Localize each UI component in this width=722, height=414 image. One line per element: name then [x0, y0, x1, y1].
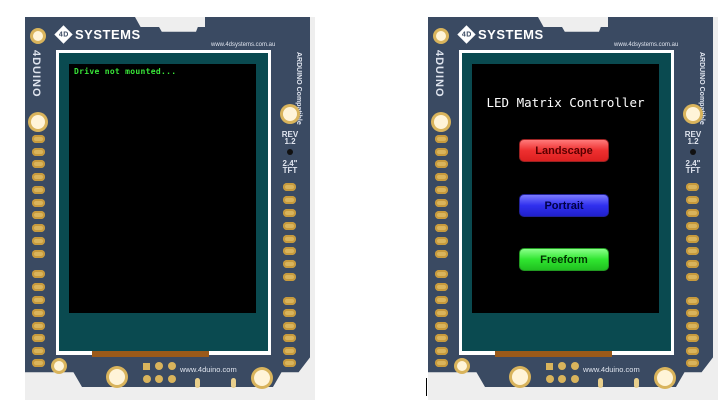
freeform-button[interactable]: Freeform — [519, 248, 609, 271]
mount-hole-bottom-right — [657, 370, 673, 386]
mount-hole-bottom-a — [512, 369, 528, 385]
status-led — [287, 149, 293, 155]
drive-status-message: Drive not mounted... — [74, 67, 177, 76]
brand-logo: 4D SYSTEMS — [54, 25, 141, 44]
arduino-compatible-label: ARDUINO Compatible — [295, 52, 302, 125]
bottom-url: www.4duino.com — [583, 365, 640, 374]
status-led — [690, 149, 696, 155]
portrait-button[interactable]: Portrait — [519, 194, 609, 217]
mount-hole-right — [686, 107, 700, 121]
usb-slot-left — [598, 378, 603, 388]
screen-title: LED Matrix Controller — [486, 95, 645, 110]
revision-label: REV 1.2 — [684, 130, 702, 146]
mount-hole-bottom-left — [54, 361, 64, 371]
top-right-notch — [538, 17, 608, 27]
landscape-button[interactable]: Landscape — [519, 139, 609, 162]
tft-size-label: 2.4" TFT — [685, 159, 701, 175]
mount-hole-bottom-left — [457, 361, 467, 371]
mount-hole-bottom-right — [254, 370, 270, 386]
top-url: www.4dsystems.com.au — [211, 42, 276, 48]
side-label: 4DUINO — [433, 50, 445, 98]
tft-size-label: 2.4" TFT — [282, 159, 298, 175]
display-screen: Drive not mounted... — [69, 64, 256, 313]
top-url: www.4dsystems.com.au — [614, 42, 679, 48]
flex-cable — [495, 351, 612, 357]
revision-label: REV 1.2 — [281, 130, 299, 146]
bottom-url: www.4duino.com — [180, 365, 237, 374]
mount-hole-top-left — [436, 31, 446, 41]
brand-name: SYSTEMS — [75, 27, 141, 42]
left-device-board: 4D SYSTEMS www.4dsystems.com.au 4DUINO A… — [25, 10, 315, 405]
usb-slot-right — [634, 378, 639, 388]
4d-logo-icon: 4D — [457, 25, 476, 44]
side-label: 4DUINO — [30, 50, 42, 98]
flex-cable — [92, 351, 209, 357]
mount-hole-bottom-a — [109, 369, 125, 385]
usb-slot-right — [231, 378, 236, 388]
brand-logo: 4D SYSTEMS — [457, 25, 544, 44]
right-device-board: 4D SYSTEMS www.4dsystems.com.au 4DUINO A… — [428, 10, 718, 405]
text-cursor — [426, 378, 427, 396]
arduino-compatible-label: ARDUINO Compatible — [698, 52, 705, 125]
mount-hole-right — [283, 107, 297, 121]
top-right-notch — [135, 17, 205, 27]
mount-hole-left — [434, 115, 448, 129]
brand-name: SYSTEMS — [478, 27, 544, 42]
mount-hole-left — [31, 115, 45, 129]
usb-slot-left — [195, 378, 200, 388]
4d-logo-icon: 4D — [54, 25, 73, 44]
display-screen: LED Matrix Controller Landscape Portrait… — [472, 64, 659, 313]
mount-hole-top-left — [33, 31, 43, 41]
